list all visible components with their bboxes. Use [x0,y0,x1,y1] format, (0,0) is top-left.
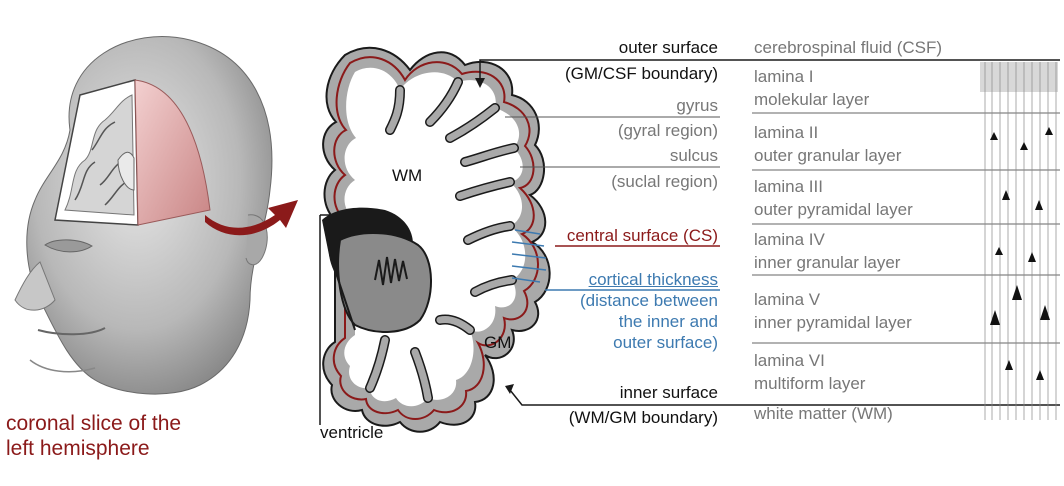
layer-3-desc: outer pyramidal layer [754,200,913,219]
thickness-lines [511,229,547,283]
layer-csf-label: cerebrospinal fluid (CSF) [754,38,943,57]
inner-surface-sublabel: (WM/GM boundary) [568,408,718,427]
cortical-thickness-line3: the inner and [618,312,718,331]
layer-4-label: lamina IV [754,230,825,249]
layer-2-desc: outer granular layer [754,146,902,165]
outer-surface-label: outer surface [618,38,718,57]
wm-label: WM [392,166,423,185]
inner-surface-label: inner surface [619,383,718,402]
layer-1-label: lamina I [754,67,814,86]
layer-6-label: lamina VI [754,351,825,370]
gyrus-sublabel: (gyral region) [617,121,718,140]
gyrus-label: gyrus [676,96,718,115]
layer-4-desc: inner granular layer [754,253,901,272]
cortical-thickness-line4: outer surface) [613,333,718,352]
cortical-thickness-label: cortical thickness [588,270,718,289]
sulcus-sublabel: (suclal region) [611,172,718,191]
layer-wm-label: white matter (WM) [754,404,893,423]
coronal-slice-illustration [319,46,551,433]
ventricle-label: ventricle [320,423,384,442]
layer-2-label: lamina II [754,123,819,142]
cortical-histology-column [980,62,1058,420]
head-illustration [14,36,298,395]
outer-surface-sublabel: (GM/CSF boundary) [564,64,718,83]
sulcus-label: sulcus [669,146,718,165]
layer-1-desc: molekular layer [754,90,870,109]
layer-3-label: lamina III [754,177,823,196]
gm-label: GM [484,333,512,352]
caption-line-2: left hemisphere [6,437,150,460]
caption-line-1: coronal slice of the [6,412,182,435]
layer-5-desc: inner pyramidal layer [754,313,912,332]
central-surface-label: central surface (CS) [566,226,718,245]
layer-5-label: lamina V [754,290,821,309]
layer-6-desc: multiform layer [754,374,866,393]
cortical-thickness-line2: (distance between [580,291,718,310]
